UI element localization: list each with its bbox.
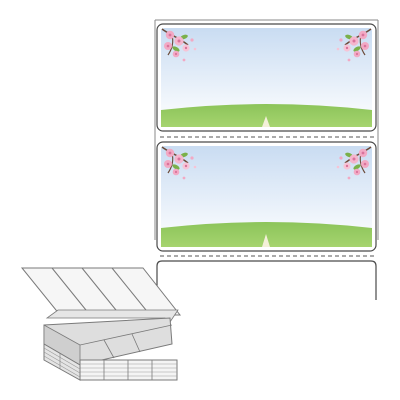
sky-background <box>161 28 372 127</box>
grass-field <box>161 104 372 127</box>
sky-background <box>161 146 372 247</box>
fanfold-front-face <box>79 359 178 381</box>
grass-field <box>161 222 372 247</box>
label-card-2 <box>156 141 377 252</box>
path-road <box>262 234 270 247</box>
perforation-lines <box>160 136 374 257</box>
label-card-3-partial <box>156 260 377 330</box>
fanfold-label-stack <box>20 267 182 381</box>
label-backing-sheet <box>154 19 379 345</box>
label-card-1 <box>156 23 377 132</box>
path-road <box>262 116 270 127</box>
